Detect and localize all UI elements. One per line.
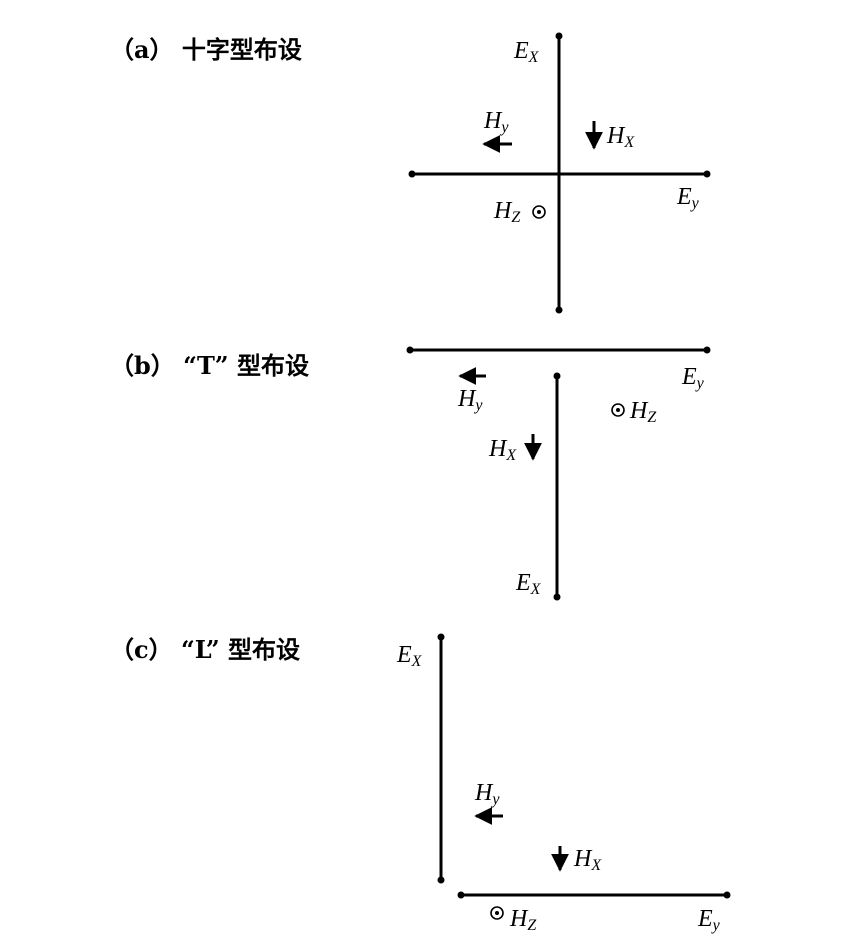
panel-b-title: （b） “T” 型布设 bbox=[110, 351, 309, 380]
panel-b-hz-out-of-plane-icon bbox=[611, 403, 625, 417]
panel-c-ex-label: EX bbox=[396, 642, 423, 670]
panel-c-hz-out-of-plane-icon bbox=[490, 906, 504, 920]
panel-b-electrode-bottom bbox=[553, 593, 561, 601]
panel-c-ey-label: Ey bbox=[697, 906, 721, 934]
panel-c-electrode-right bbox=[723, 891, 731, 899]
panel-a-hx-label: HX bbox=[606, 123, 635, 151]
panel-c-electrode-left bbox=[457, 891, 465, 899]
panel-a-electrode-right bbox=[703, 170, 711, 178]
panel-a-electrode-bottom bbox=[555, 306, 563, 314]
panel-a-ey-label: Ey bbox=[676, 184, 700, 212]
panel-b-ex-label: EX bbox=[515, 570, 542, 598]
panel-c-electrode-bottom bbox=[437, 876, 445, 884]
panel-a-hy-label: Hy bbox=[483, 108, 509, 136]
panel-b-hx-label: HX bbox=[488, 436, 517, 464]
panel-a-title: （a） 十字型布设 bbox=[110, 35, 302, 64]
panel-c-hy-label: Hy bbox=[474, 780, 500, 808]
panel-b-ey-label: Ey bbox=[681, 364, 705, 392]
panel-c-hx-label: HX bbox=[573, 846, 602, 874]
panel-b-electrode-top bbox=[553, 372, 561, 380]
panel-a-hz-out-of-plane-icon bbox=[532, 205, 546, 219]
panel-a-hz-label: HZ bbox=[493, 198, 521, 226]
panel-c-diagram: EX Hy HX HZ Ey bbox=[396, 633, 731, 934]
panel-b-hy-label: Hy bbox=[457, 386, 483, 414]
panel-a-electrode-top bbox=[555, 32, 563, 40]
panel-b-electrode-right bbox=[703, 346, 711, 354]
panel-b-hz-label: HZ bbox=[629, 398, 657, 426]
panel-a-diagram: EX Hy HX HZ Ey bbox=[408, 32, 711, 314]
panel-c-title: （c） “L” 型布设 bbox=[110, 635, 301, 664]
panel-c-electrode-top bbox=[437, 633, 445, 641]
panel-c-hz-label: HZ bbox=[509, 906, 537, 934]
panel-b-diagram: Ey Hy HZ HX EX bbox=[406, 346, 711, 601]
panel-b-electrode-left bbox=[406, 346, 414, 354]
panel-a-ex-label: EX bbox=[513, 38, 540, 66]
panel-a-electrode-left bbox=[408, 170, 416, 178]
